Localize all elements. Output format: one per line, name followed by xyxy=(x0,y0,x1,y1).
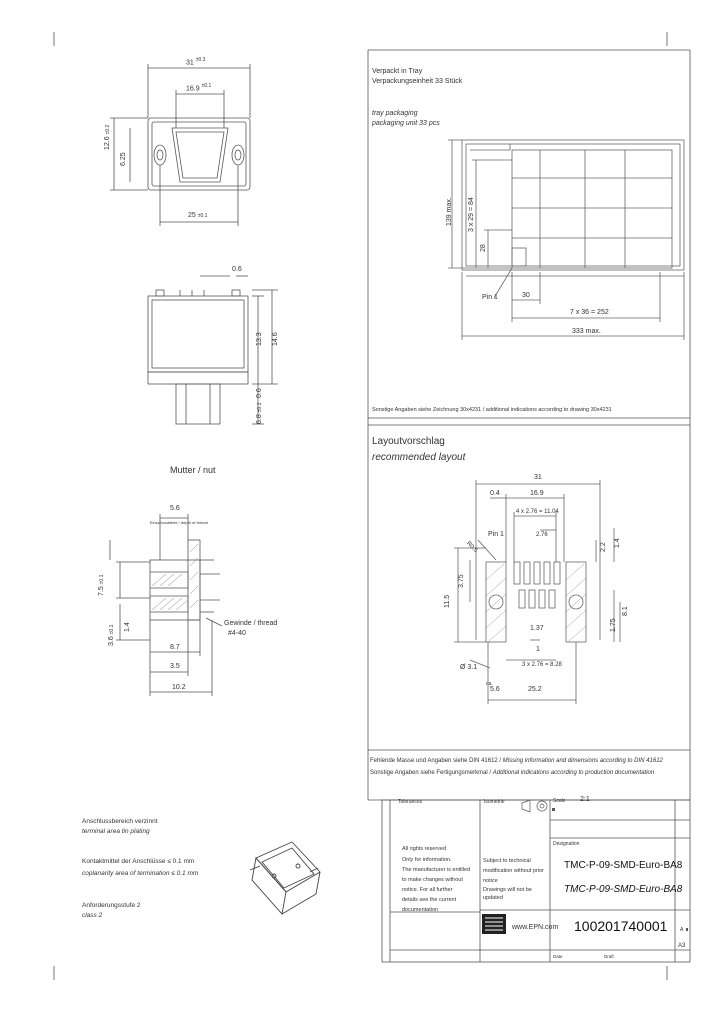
tb-docnum: 100201740001 xyxy=(574,918,668,934)
epn-logo xyxy=(482,914,506,934)
tb-rights-7: documentation xyxy=(402,907,439,913)
layout-dim-pitch: 4 x 2.76 = 11.04 xyxy=(516,509,559,515)
tb-subject: Subject to technical modification withou… xyxy=(483,858,544,884)
tb-isometric-label: Isometrie xyxy=(484,799,505,805)
tb-print: Drawings will not be updated xyxy=(483,887,532,901)
layout-title: Layoutvorschlag xyxy=(372,436,445,447)
layout-dim-252: 25.2 xyxy=(528,686,542,693)
tb-web: www.EPN.com xyxy=(512,924,559,931)
tray-line3: tray packaging xyxy=(372,110,418,117)
nut-dim-l1: 7.5 ±0.1 xyxy=(98,574,105,596)
tb-rights: All rights reserved xyxy=(402,846,447,852)
layout-subtitle: recommended layout xyxy=(372,452,466,463)
tb-scale-label: Scale xyxy=(553,798,566,804)
tb-sheet: A3 xyxy=(678,943,686,949)
layout-dim-56: 5.6 xyxy=(490,686,500,693)
thread-note: Gewinde / thread xyxy=(224,620,278,627)
layout-dim-14: 1.4 xyxy=(614,538,621,548)
layout-dim-31: 31 xyxy=(534,474,542,481)
tb-rights-6: details see the current xyxy=(402,897,457,903)
nut-dim-l3: 1.4 xyxy=(124,622,131,632)
tray-dim-h1: 30 xyxy=(522,292,530,299)
layout-dim-04: 0.4 xyxy=(490,490,500,497)
layout-dim-81: 8.1 xyxy=(622,606,629,616)
tb-rights-3: The manufacturer is entitled xyxy=(402,867,471,873)
tray-dim-v2: 3 x 29 = 84 xyxy=(468,197,475,232)
footer-note-2: Sonstige Angaben siehe Fertigungsmerkmal… xyxy=(370,770,655,776)
layout-dim-375: 3.75 xyxy=(458,574,465,588)
tb-date-label: Date xyxy=(553,954,563,959)
dim-bottom: 25 ±0.1 xyxy=(188,212,208,219)
nut-title: Mutter / nut xyxy=(170,465,216,475)
dim-height-2: 6.25 xyxy=(120,152,127,166)
tb-designation-1: TMC-P-09-SMD-Euro-BA8 xyxy=(564,860,683,871)
dim-side-2: 14.6 xyxy=(272,332,279,346)
tb-scale-value: 2:1 xyxy=(580,796,590,803)
tb-designation-2: TMC-P-09-SMD-Euro-BA8 xyxy=(564,884,683,895)
layout-dim-hole: Ø 3.1 xyxy=(460,664,478,671)
layout-pin1: Pin 1 xyxy=(488,531,504,538)
layout-dim-ca: ca. xyxy=(486,681,493,687)
layout-dim-169: 16.9 xyxy=(530,490,544,497)
left-note-3: Anforderungsstufe 2 xyxy=(82,902,141,909)
tray-line4: packaging unit 33 pcs xyxy=(372,120,440,127)
tray-dim-h2: 7 x 36 = 252 xyxy=(570,309,609,316)
left-note-1: Anschlussbereich verzinnt xyxy=(82,818,158,825)
nut-dim-b3: 10.2 xyxy=(172,684,186,691)
dim-side-top: 0.6 xyxy=(232,266,242,273)
left-note-3-en: class 2 xyxy=(82,912,103,919)
layout-dim-115: 11.5 xyxy=(444,594,451,608)
nut-dim-b1: 8.7 xyxy=(170,644,180,651)
thread-size: #4-40 xyxy=(228,630,246,637)
dim-inner: 16.9 ±0.1 xyxy=(186,83,212,93)
dim-side-1: 13.3 xyxy=(256,332,263,346)
nut-dim-top: 5.6 xyxy=(170,505,180,512)
dim-width: 31 ±0.3 xyxy=(186,57,206,67)
tb-drawn: Draft xyxy=(604,954,614,959)
tray-line1: Verpackt in Tray xyxy=(372,68,423,75)
tray-note: Sonstige Angaben siehe Zeichnung 30x4231… xyxy=(372,407,612,413)
footer-note-1: Fehlende Masse und Angaben siehe DIN 416… xyxy=(370,758,663,764)
tb-rights-4: to make changes without xyxy=(402,877,463,883)
tb-rev: A xyxy=(680,927,684,933)
tb-designation-label: Designation xyxy=(553,841,580,847)
tray-line2: Verpackungseinheit 33 Stück xyxy=(372,78,463,85)
tray-dim-v1: 139 max. xyxy=(446,197,453,226)
tb-rights-5: notice. For all further xyxy=(402,887,453,893)
left-note-1-en: terminal area tin plating xyxy=(82,828,150,835)
left-note-2: Kontaktmittel der Anschlüsse ≤ 0.1 mm xyxy=(82,858,195,865)
nut-dim-l2: 3.6 ±0.1 xyxy=(108,624,115,646)
dim-side-4: 6.8 ±0.1 xyxy=(256,402,263,424)
dim-height: 12.6 ±0.2 xyxy=(104,124,111,150)
tray-dim-v3: 28 xyxy=(480,244,487,252)
left-note-2-en: coplanarity area of termination ≤ 0.1 mm xyxy=(82,870,199,877)
layout-dim-137: 1.37 xyxy=(530,625,544,632)
layout-dim-276: 2.76 xyxy=(536,532,548,538)
nut-depth-note: Einschraubtiefe / depth of thread xyxy=(150,520,208,525)
layout-dim-1: 1 xyxy=(536,646,540,653)
layout-dim-pitch2: 3 x 2.76 = 8.28 xyxy=(522,662,562,668)
tray-pin1: Pin 1 xyxy=(482,294,498,301)
tb-tolerances-label: Tolerances xyxy=(398,799,423,805)
nut-dim-b2: 3.5 xyxy=(170,663,180,670)
layout-dim-175: 1.75 xyxy=(610,618,617,632)
tb-rights-2: Only for information. xyxy=(402,857,452,863)
dim-side-3: 0.6 xyxy=(256,388,263,398)
tray-dim-h3: 333 max. xyxy=(572,328,601,335)
layout-dim-22: 2.2 xyxy=(600,542,607,552)
